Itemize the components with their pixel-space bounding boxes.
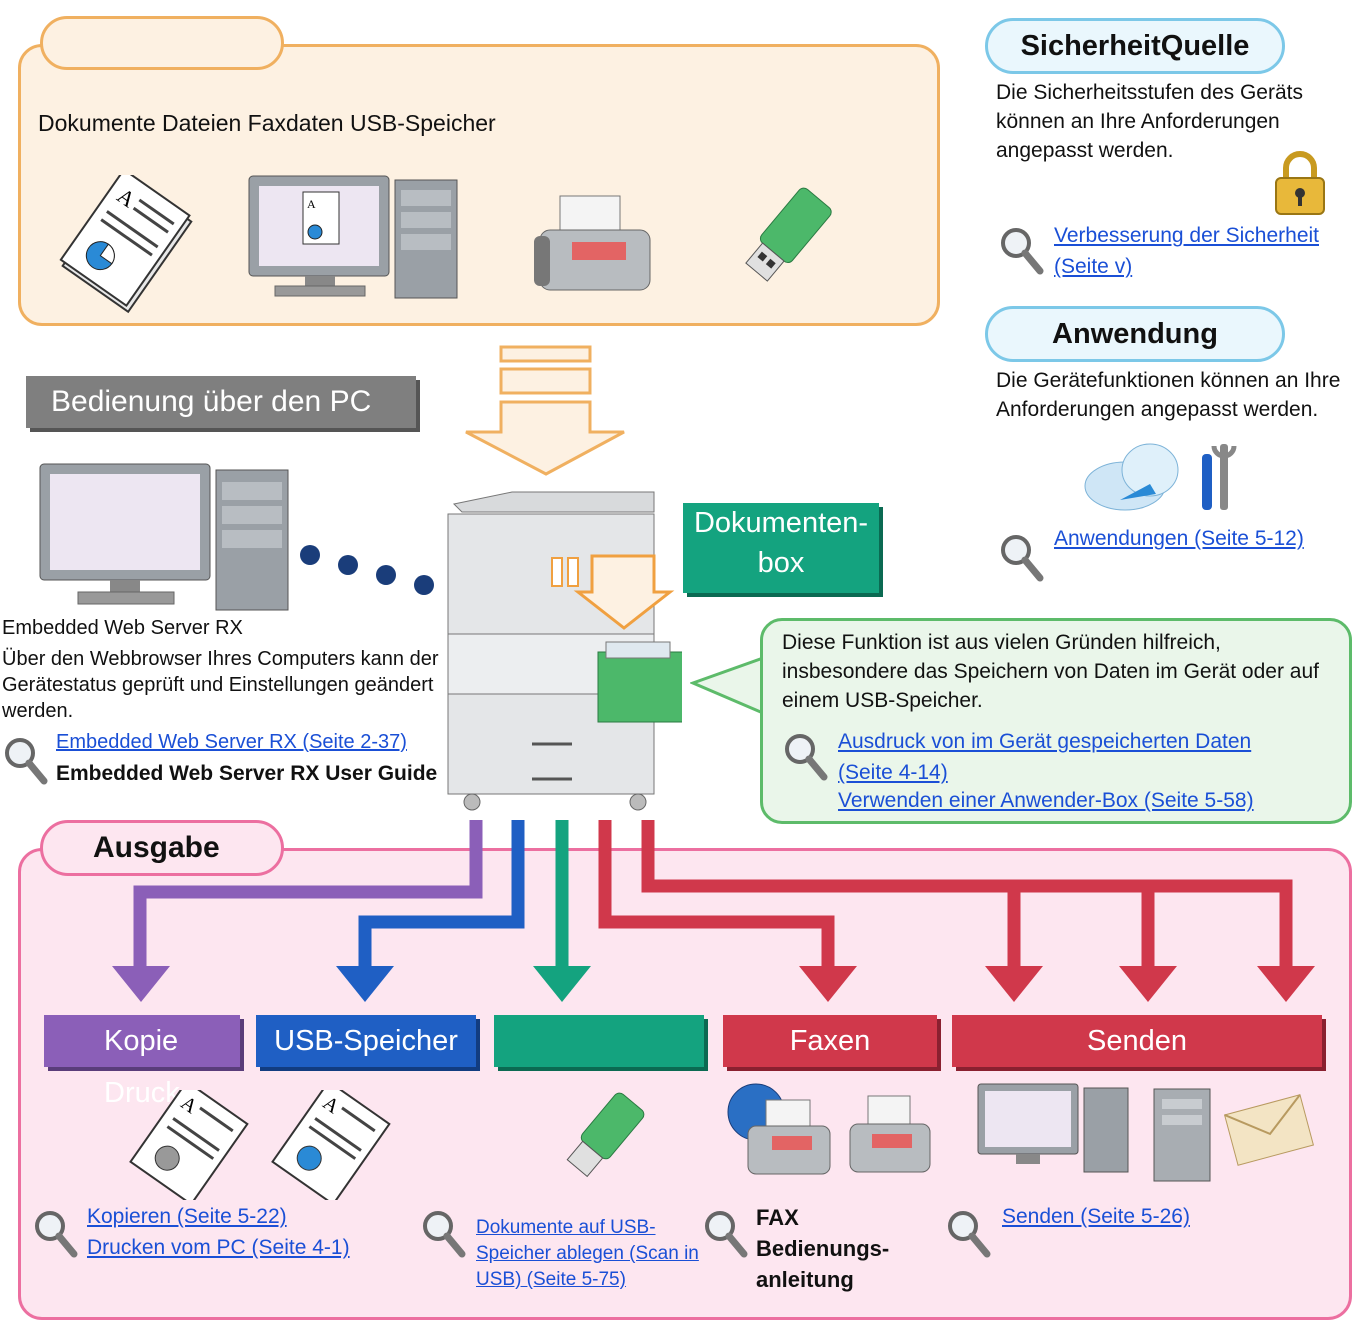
multifunction-printer-icon bbox=[447, 491, 682, 811]
copy-link[interactable]: Kopieren (Seite 5-22) bbox=[87, 1205, 287, 1228]
fax-machine-icon bbox=[534, 195, 651, 291]
network-dots bbox=[300, 545, 434, 595]
document-box-bubble bbox=[760, 618, 1352, 824]
print-from-pc-link[interactable]: Drucken vom PC (Seite 4-1) bbox=[87, 1236, 350, 1259]
usb-stick-icon bbox=[566, 1092, 645, 1178]
magnifier-icon bbox=[5, 738, 48, 785]
magnifier-icon bbox=[948, 1211, 991, 1258]
pc-icon: A bbox=[248, 175, 458, 299]
pc-icon bbox=[39, 463, 289, 611]
fax-bar: Faxen bbox=[723, 1015, 937, 1067]
output-title: Ausgabe bbox=[40, 820, 284, 876]
document-box-description: Diese Funktion ist aus vielen Gründen hi… bbox=[782, 631, 1319, 712]
usb-memory-bar: USB-Speicher bbox=[256, 1015, 476, 1067]
send-bar: Senden bbox=[952, 1015, 1322, 1067]
application-link[interactable]: Anwendungen (Seite 5-12) bbox=[1054, 527, 1304, 550]
document-box-output-bar bbox=[494, 1015, 704, 1067]
ews-link[interactable]: Embedded Web Server RX (Seite 2-37) bbox=[56, 731, 407, 753]
document-box-line1: Dokumenten- bbox=[693, 507, 869, 539]
security-link[interactable]: Verbesserung der Sicherheit (Seite v) bbox=[1054, 220, 1319, 282]
padlock-icon bbox=[1275, 151, 1325, 215]
server-icon bbox=[1153, 1088, 1211, 1182]
pc-icon bbox=[977, 1083, 1129, 1173]
scan-to-usb-link[interactable]: Dokumente auf USB-Speicher ablegen (Scan… bbox=[476, 1217, 699, 1290]
envelope-icon bbox=[1223, 1094, 1315, 1166]
security-description: Die Sicherheitsstufen des Geräts können … bbox=[996, 81, 1303, 162]
cloud-tools-icon bbox=[1084, 443, 1237, 511]
magnifier-icon bbox=[1001, 228, 1044, 275]
stored-data-print-link-line2[interactable]: (Seite 4-14) bbox=[838, 761, 948, 784]
magnifier-icon bbox=[35, 1211, 78, 1258]
fax-manual-line3: anleitung bbox=[756, 1267, 854, 1292]
security-link-line1[interactable]: Verbesserung der Sicherheit bbox=[1054, 224, 1319, 247]
magnifier-icon bbox=[785, 734, 828, 781]
input-flow-arrow bbox=[465, 345, 625, 476]
usb-stick-icon bbox=[745, 187, 832, 282]
fax-manual-line1: FAX bbox=[756, 1205, 799, 1230]
stored-data-print-link[interactable]: Ausdruck von im Gerät gespeicherten Date… bbox=[838, 726, 1251, 788]
fax-machine-icon bbox=[849, 1095, 931, 1173]
input-types-label: Dokumente Dateien Faxdaten USB-Speicher bbox=[38, 110, 496, 136]
user-box-link[interactable]: Verwenden einer Anwender-Box (Seite 5-58… bbox=[838, 789, 1254, 812]
document-icon: A bbox=[271, 1090, 391, 1200]
document-box-line2: box bbox=[757, 547, 805, 579]
security-link-line2[interactable]: (Seite v) bbox=[1054, 255, 1133, 278]
magnifier-icon bbox=[1001, 535, 1044, 582]
output-flow-arrows bbox=[112, 820, 1315, 1002]
input-tab bbox=[40, 16, 284, 70]
ews-title: Embedded Web Server RX bbox=[2, 617, 243, 639]
security-title: SicherheitQuelle bbox=[985, 18, 1285, 74]
ews-guide: Embedded Web Server RX User Guide bbox=[56, 762, 438, 785]
bubble-pointer bbox=[690, 656, 764, 715]
copy-print-bar: Kopie Druck bbox=[44, 1015, 240, 1109]
ews-description: Über den Webbrowser Ihres Computers kann… bbox=[2, 648, 439, 722]
send-link[interactable]: Senden (Seite 5-26) bbox=[1002, 1205, 1190, 1228]
application-description: Die Gerätefunktionen können an Ihre Anfo… bbox=[996, 369, 1341, 421]
stored-data-print-link-line1[interactable]: Ausdruck von im Gerät gespeicherten Date… bbox=[838, 730, 1252, 753]
svg-text:A: A bbox=[307, 197, 316, 211]
fax-manual: FAX Bedienungs- anleitung bbox=[756, 1202, 889, 1295]
input-panel bbox=[18, 44, 940, 326]
document-icon: A bbox=[59, 175, 193, 314]
magnifier-icon bbox=[705, 1211, 748, 1258]
document-icon: A bbox=[129, 1090, 249, 1200]
pc-operation-band: Bedienung über den PC bbox=[26, 376, 416, 428]
document-box-badge: Dokumenten- box bbox=[683, 503, 879, 593]
fax-globe-icon bbox=[727, 1083, 831, 1175]
fax-manual-line2: Bedienungs- bbox=[756, 1236, 890, 1261]
magnifier-icon bbox=[423, 1211, 466, 1258]
application-title: Anwendung bbox=[985, 306, 1285, 362]
